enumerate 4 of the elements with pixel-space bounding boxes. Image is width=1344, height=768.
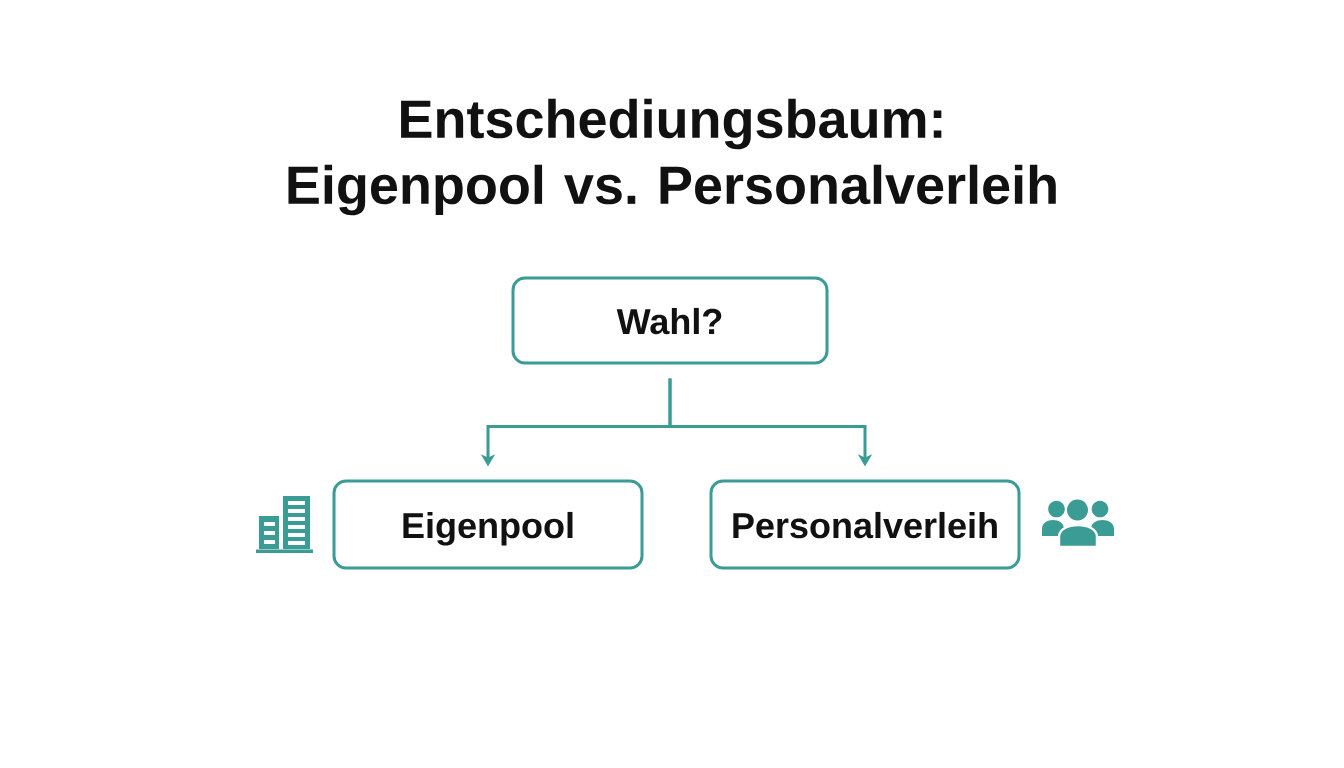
- decision-box: Wahl?: [511, 276, 829, 365]
- option-box: Eigenpool: [332, 479, 644, 570]
- option-box: Personalverleih: [709, 479, 1021, 570]
- title: Entschediungsbaum: Eigenpool vs. Personalverleih: [288, 98, 1056, 216]
